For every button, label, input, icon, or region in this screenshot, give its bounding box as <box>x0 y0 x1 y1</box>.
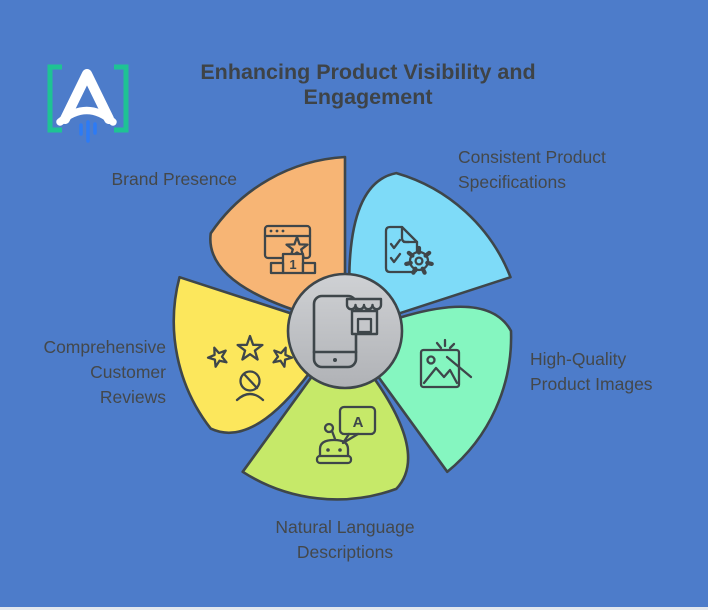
logo-left-bracket <box>47 64 62 133</box>
page-title: Enhancing Product Visibility and Engagem… <box>200 60 536 109</box>
rocket-a-logo <box>47 64 129 143</box>
center-circle <box>286 272 404 390</box>
bottom-edge-strip <box>0 607 708 610</box>
phone-storefront-icon <box>312 294 383 369</box>
browser-star-ranking-icon: 1 <box>263 224 317 275</box>
pinwheel-segments <box>172 155 513 501</box>
podium-rank-text: 1 <box>289 257 296 272</box>
logo-exhaust-lines <box>79 120 97 143</box>
chatbot-speech-bubble-icon: A <box>315 405 377 465</box>
image-magic-wand-icon <box>419 338 473 389</box>
document-checklist-gear-icon <box>384 225 434 275</box>
bubble-letter-text: A <box>353 414 364 431</box>
label-consistent-product-specifications: Consistent Product Specifications <box>458 147 606 192</box>
logo-right-bracket <box>114 64 129 133</box>
center-hub <box>286 272 404 390</box>
label-comprehensive-customer-reviews: Comprehensive Customer Reviews <box>43 337 166 407</box>
label-high-quality-product-images: High-Quality Product Images <box>530 349 653 394</box>
stars-reviewer-icon <box>206 334 294 402</box>
label-brand-presence: Brand Presence <box>111 169 238 189</box>
logo-a-swoosh <box>56 106 117 126</box>
label-natural-language-descriptions: Natural Language Descriptions <box>275 517 415 562</box>
